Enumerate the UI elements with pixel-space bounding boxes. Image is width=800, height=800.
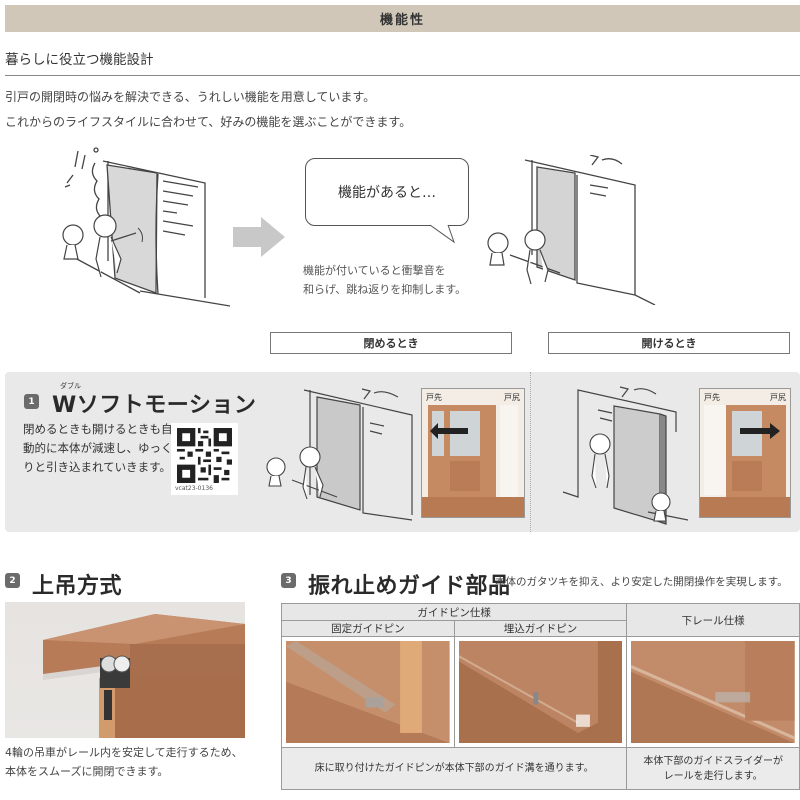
illustration-door-soft-close <box>480 155 660 305</box>
header-title: 機能性 <box>379 13 425 28</box>
desc-lower-rail: 本体下部のガイドスライダーが レールを走行します。 <box>626 747 800 791</box>
desc-guide-pin: 床に取り付けたガイドピンが本体下部のガイド溝を通ります。 <box>280 747 628 791</box>
photo-fixed-guide-pin <box>281 635 455 749</box>
illustration-opening <box>548 382 688 532</box>
speech-bubble-tail <box>429 223 460 248</box>
feature-desc-line-1: 機能が付いていると衝撃音を <box>303 264 446 277</box>
panel-divider <box>530 372 531 532</box>
feature-number-badge: 3 <box>281 573 296 588</box>
label-door-front: 戸先 <box>426 393 442 402</box>
caption-closing: 閉めるとき <box>270 332 512 354</box>
table-header-fixed-pin: 固定ガイドピン <box>281 620 455 637</box>
feature-description-line: 閉めるときも開けるときも自 <box>23 422 173 436</box>
feature2-description-line: 本体をスムーズに開閉できます。 <box>5 765 169 778</box>
table-header-lower-rail: 下レール仕様 <box>626 603 800 637</box>
guide-parts-table: ガイドピン仕様 下レール仕様 固定ガイドピン 埋込ガイドピン <box>280 603 800 791</box>
photo-closing-door: 戸先 戸尻 <box>421 388 525 518</box>
photo-lower-rail <box>626 635 800 749</box>
right-arrow-icon <box>233 217 285 261</box>
feature-description-line: りと引き込まれていきます。 <box>23 460 172 474</box>
feature-title: 振れ止めガイド部品 <box>308 574 511 599</box>
illustration-door-slam <box>45 143 230 308</box>
caption-opening: 開けるとき <box>548 332 790 354</box>
photo-top-hung-roller <box>5 602 245 738</box>
intro-line-2: これからのライフスタイルに合わせて、好みの機能を選ぶことができます。 <box>5 115 412 129</box>
feature-description-line: 動的に本体が減速し、ゆっく <box>23 441 173 455</box>
feature-number-badge: 1 <box>24 394 39 409</box>
feature-title-ruby: ダブル <box>60 382 81 390</box>
feature3-note: 本体のガタツキを抑え、より安定した開閉操作を実現します。 <box>495 576 788 588</box>
divider <box>5 75 800 76</box>
desc-lower-rail-line: レールを走行します。 <box>663 770 763 782</box>
speech-bubble-text: 機能があると… <box>338 185 436 201</box>
photo-opening-door: 戸先 戸尻 <box>699 388 791 518</box>
header-bar: 機能性 <box>5 5 800 32</box>
label-door-back: 戸尻 <box>504 393 520 402</box>
feature-description: 閉めるときも開けるときも自 動的に本体が減速し、ゆっく りと引き込まれていきます… <box>23 420 173 477</box>
illustration-closing <box>262 385 422 525</box>
qr-code-card[interactable]: vcat23-0136 <box>171 423 238 495</box>
label-door-front: 戸先 <box>704 393 720 402</box>
table-header-embedded-pin: 埋込ガイドピン <box>453 620 628 637</box>
qr-code-icon <box>177 428 232 483</box>
desc-lower-rail-line: 本体下部のガイドスライダーが <box>643 755 783 767</box>
label-door-back: 戸尻 <box>770 393 786 402</box>
feature-title: 上吊方式 <box>32 574 123 599</box>
qr-caption: vcat23-0136 <box>175 485 213 492</box>
photo-embedded-guide-pin <box>453 635 628 749</box>
feature-title: Wソフトモーション <box>52 393 257 418</box>
speech-bubble: 機能があると… <box>305 158 469 226</box>
section-subtitle: 暮らしに役立つ機能設計 <box>5 52 154 68</box>
caption-opening-text: 開けるとき <box>641 337 697 350</box>
feature2-description-line: 4輪の吊車がレール内を安定して走行するため、 <box>5 746 243 759</box>
intro-line-1: 引戸の開閉時の悩みを解決できる、うれしい機能を用意しています。 <box>5 90 376 104</box>
caption-closing-text: 閉めるとき <box>363 337 419 350</box>
table-group-header: ガイドピン仕様 <box>280 603 628 621</box>
feature-number-badge: 2 <box>5 573 20 588</box>
feature2-description: 4輪の吊車がレール内を安定して走行するため、 本体をスムーズに開閉できます。 <box>5 743 243 781</box>
feature-desc-line-2: 和らげ、跳ね返りを抑制します。 <box>303 283 467 296</box>
